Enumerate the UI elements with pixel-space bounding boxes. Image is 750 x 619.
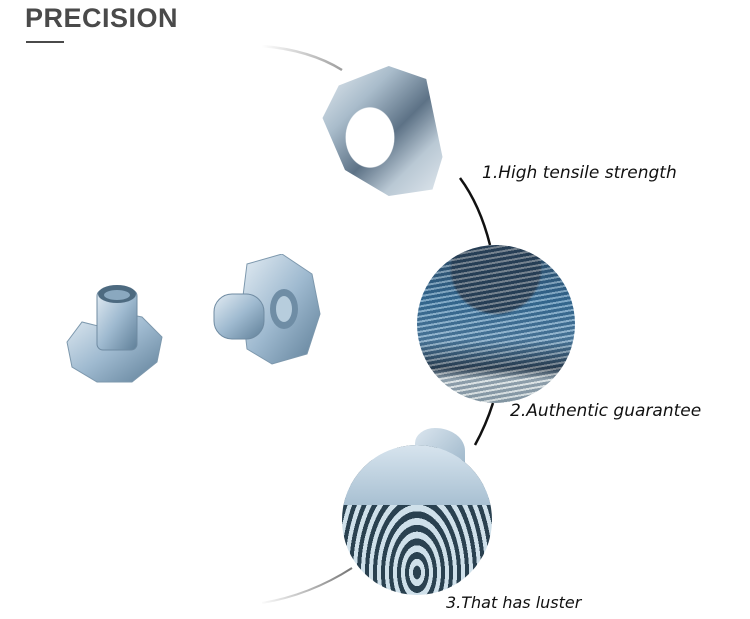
feature-label-2: 2.Authentic guarantee xyxy=(510,401,702,421)
page-title: PRECISION xyxy=(25,3,179,33)
title-underline xyxy=(26,41,64,43)
feature-label-3: 3.That has luster xyxy=(446,593,582,612)
threaded-bore-detail-image xyxy=(342,445,492,595)
tee-nut-front-image xyxy=(66,285,163,383)
thread-surface-detail-image xyxy=(417,245,575,403)
feature-label-1: 1.High tensile strength xyxy=(482,163,677,183)
tee-nut-side-image xyxy=(213,254,321,365)
